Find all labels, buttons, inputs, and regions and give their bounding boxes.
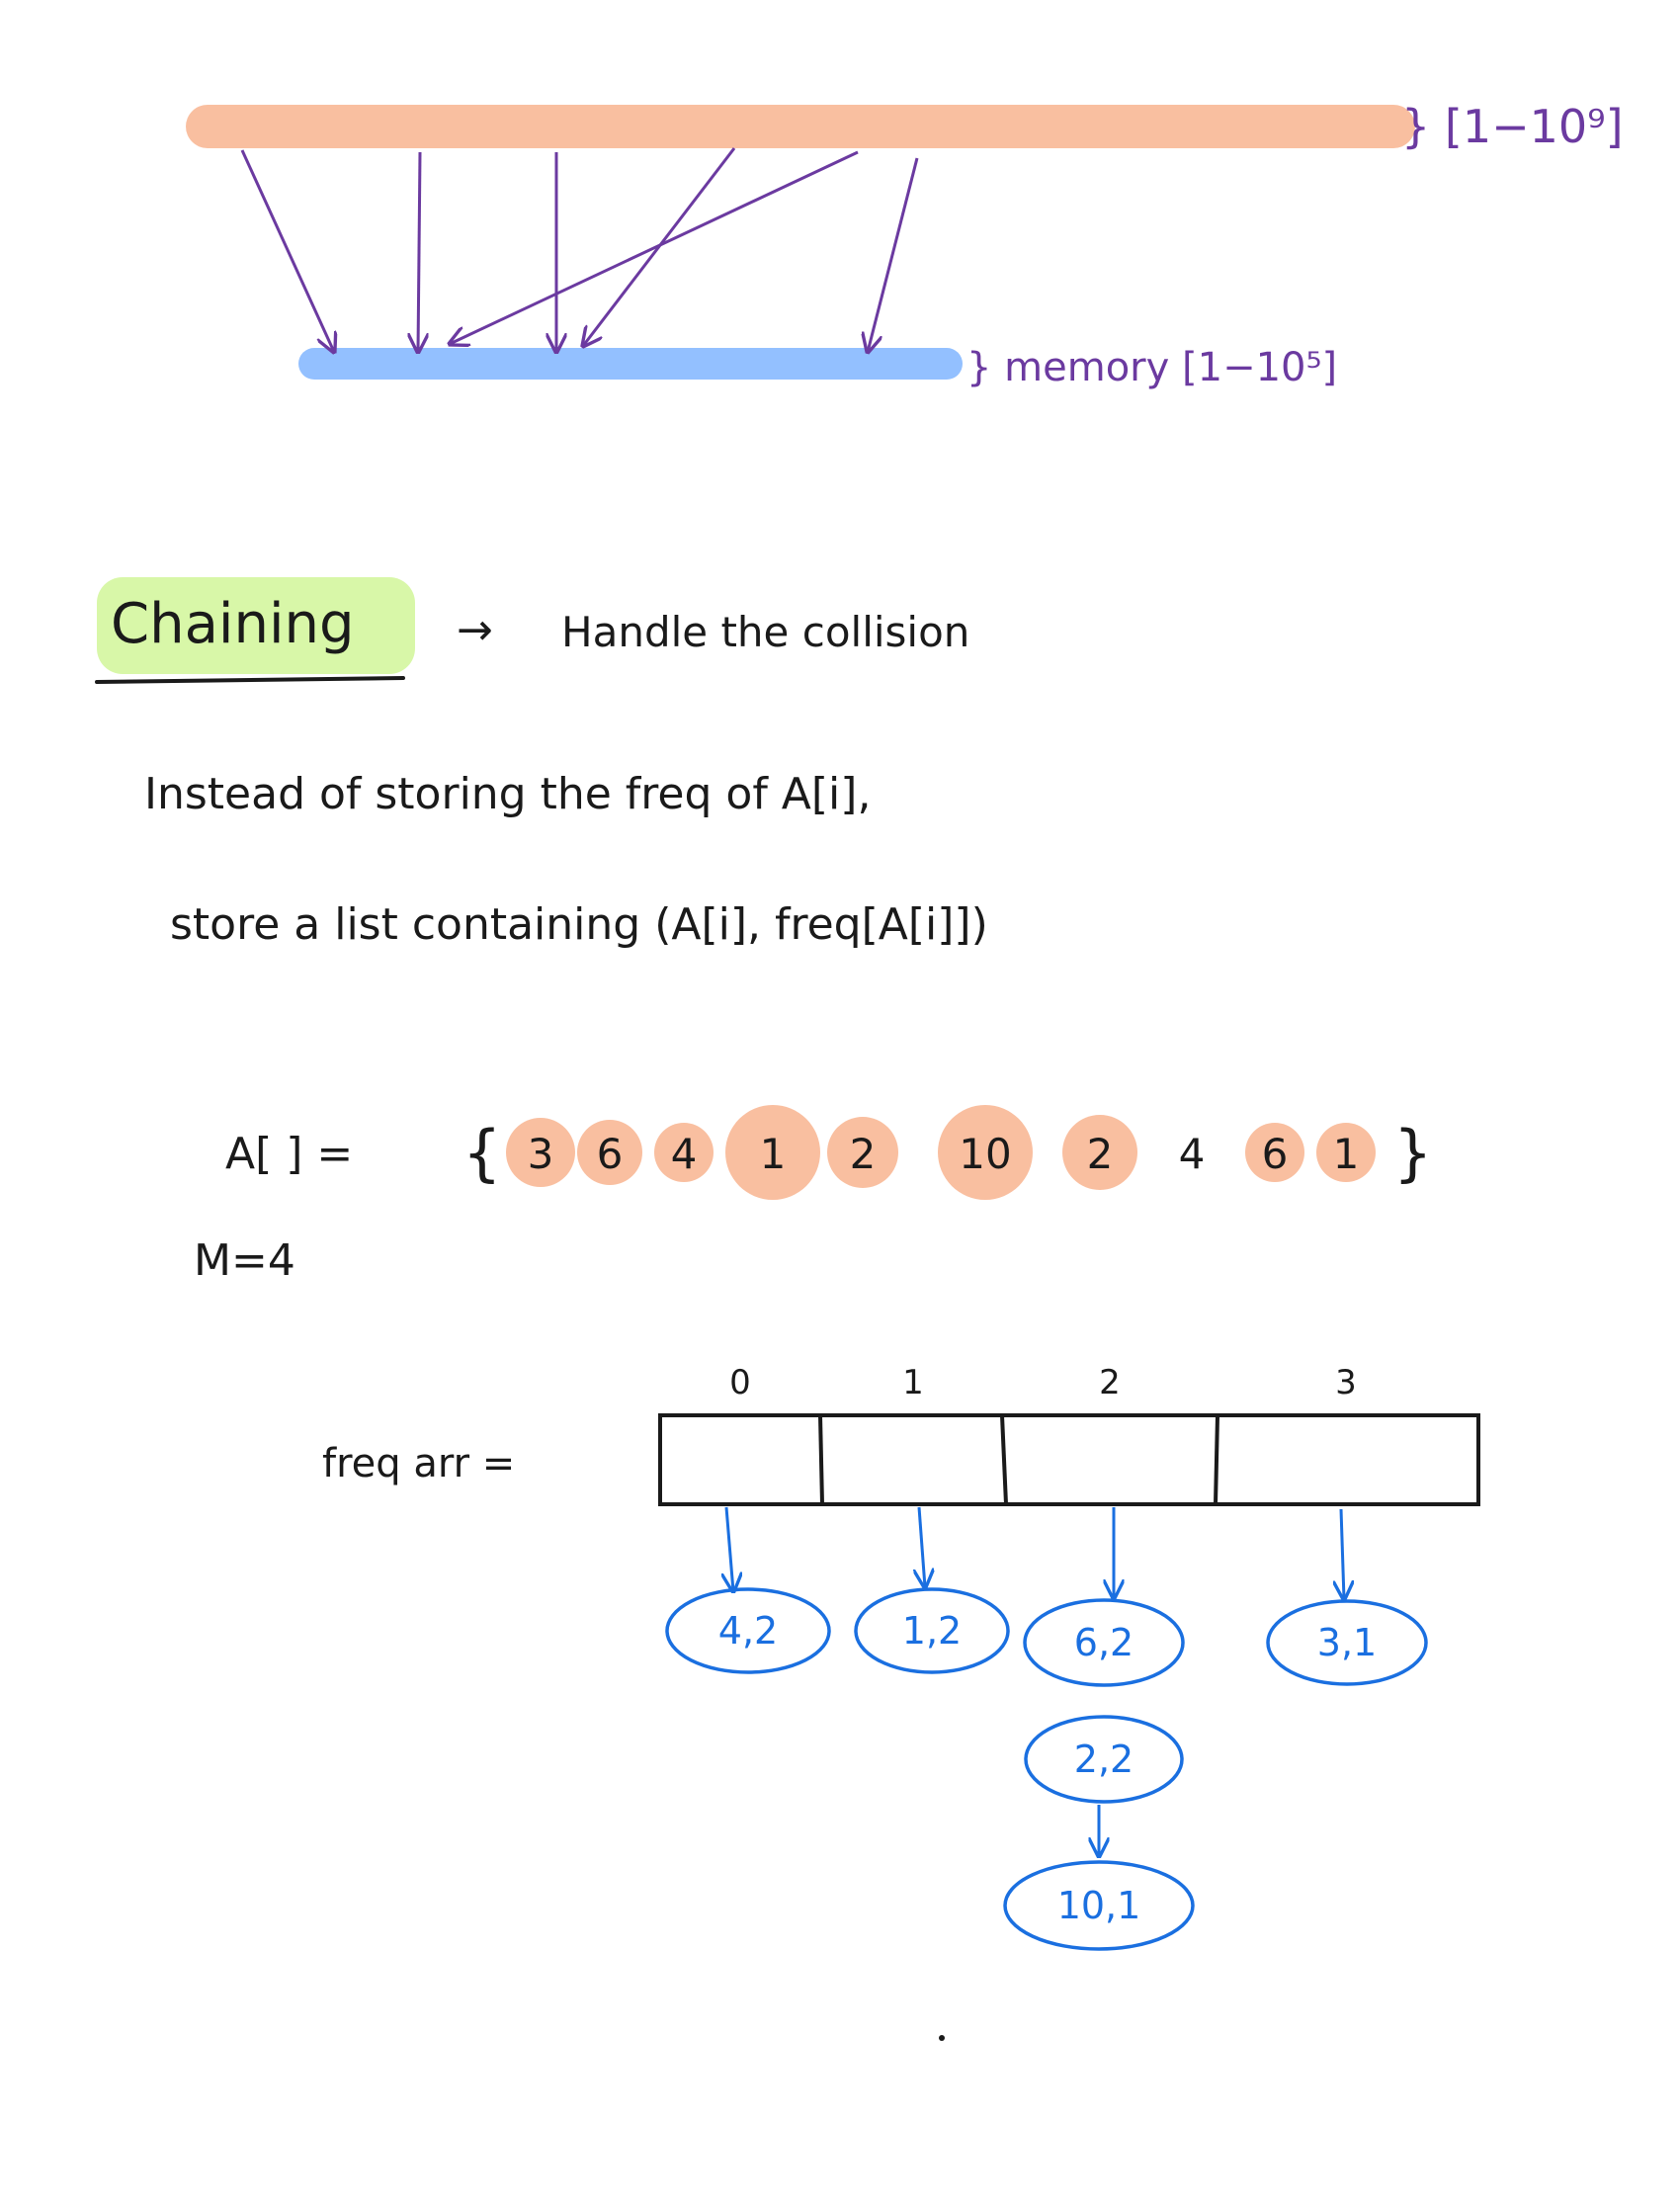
freq-array-box xyxy=(658,1413,1480,1506)
chain-node-value: 2,2 xyxy=(1074,1738,1134,1781)
array-element-highlight xyxy=(1062,1115,1137,1190)
freq-array-section: freq arr = 0 1 2 3 4,2 1,2 6,2 2,2 10,1 3,1 xyxy=(322,1363,1480,1951)
array-element-value: 4 xyxy=(1179,1130,1206,1178)
heading-description: Handle the collision xyxy=(561,608,969,656)
mapping-arrows xyxy=(240,147,919,352)
memory-range-label: } memory [1−10⁵] xyxy=(966,345,1337,390)
freq-index-label: 1 xyxy=(902,1363,924,1402)
explanation-line-1: Instead of storing the freq of A[i], xyxy=(144,769,871,819)
array-element: 6 xyxy=(577,1120,642,1185)
array-element-highlight xyxy=(1245,1123,1304,1182)
page-title: Chaining xyxy=(111,592,355,656)
bucket-chain: 1,2 xyxy=(854,1506,1010,1674)
chaining-heading: Chaining → Handle the collision xyxy=(95,577,969,684)
chain-node xyxy=(1266,1599,1428,1686)
title-underline xyxy=(95,676,405,684)
array-element-value: 4 xyxy=(671,1130,698,1178)
bucket-pointer-arrow xyxy=(726,1506,733,1591)
array-element-highlight xyxy=(577,1120,642,1185)
title-highlight xyxy=(97,577,415,674)
freq-index-label: 3 xyxy=(1335,1363,1357,1402)
mapping-arrow xyxy=(240,149,334,352)
modulus-label: M=4 xyxy=(194,1235,295,1286)
chain-node-value: 1,2 xyxy=(902,1609,962,1653)
array-element-value: 6 xyxy=(597,1130,624,1178)
chain-node xyxy=(1023,1598,1185,1687)
array-open-brace: { xyxy=(462,1117,501,1189)
bucket-chain: 3,1 xyxy=(1266,1508,1428,1686)
freq-chains: 4,2 1,2 6,2 2,2 10,1 3,1 xyxy=(665,1506,1428,1951)
array-element-highlight xyxy=(654,1123,714,1182)
array-element-highlight xyxy=(1316,1123,1376,1182)
key-range-label: } [1−10⁹] xyxy=(1401,100,1624,153)
array-element: 4 xyxy=(654,1123,714,1182)
array-element: 1 xyxy=(1316,1123,1376,1182)
cell-divider xyxy=(1000,1414,1008,1505)
chain-node-value: 10,1 xyxy=(1057,1884,1141,1927)
bucket-chain: 4,2 xyxy=(665,1506,831,1674)
bucket-chain: 6,2 2,2 10,1 xyxy=(1003,1507,1195,1951)
array-element-value: 1 xyxy=(1333,1130,1360,1178)
array-element-highlight xyxy=(725,1105,820,1200)
array-element: 2 xyxy=(827,1117,898,1188)
bucket-pointer-arrow xyxy=(919,1506,925,1587)
mapping-arrow xyxy=(868,157,919,352)
array-element-value: 10 xyxy=(959,1130,1011,1178)
explanation-line-2: store a list containing (A[i], freq[A[i]… xyxy=(170,899,988,950)
array-element-highlight xyxy=(827,1117,898,1188)
cell-divider xyxy=(1214,1414,1219,1505)
freq-index-label: 2 xyxy=(1099,1363,1121,1402)
chain-node xyxy=(1024,1715,1184,1804)
array-element: 2 xyxy=(1062,1115,1137,1190)
chain-node-value: 4,2 xyxy=(718,1609,778,1653)
stray-dot xyxy=(939,2035,945,2041)
array-element-value: 3 xyxy=(528,1130,554,1178)
freq-arr-label: freq arr = xyxy=(322,1441,515,1486)
array-element-value: 6 xyxy=(1262,1130,1289,1178)
array-element: 6 xyxy=(1245,1123,1304,1182)
array-element-highlight xyxy=(506,1118,575,1187)
chain-node xyxy=(854,1587,1010,1674)
cell-divider xyxy=(818,1414,824,1505)
chain-node xyxy=(665,1587,831,1674)
bucket-pointer-arrow xyxy=(1341,1508,1344,1599)
mapping-arrow xyxy=(418,151,420,352)
hash-mapping-diagram: } [1−10⁹] } memory [1−10⁵] xyxy=(186,100,1624,390)
array-element: 3 xyxy=(506,1118,575,1187)
freq-indices: 0 1 2 3 xyxy=(729,1363,1357,1402)
array-element-value: 1 xyxy=(760,1130,787,1178)
array-label: A[ ] = xyxy=(225,1129,353,1179)
heading-arrow: → xyxy=(457,605,493,655)
chain-node-value: 3,1 xyxy=(1317,1621,1377,1664)
array-element-value: 2 xyxy=(1087,1130,1114,1178)
chain-node xyxy=(1003,1860,1195,1951)
array-close-brace: } xyxy=(1393,1117,1432,1189)
chain-node-value: 6,2 xyxy=(1074,1621,1134,1664)
array-element: 10 xyxy=(938,1105,1033,1200)
array-element-highlight xyxy=(938,1105,1033,1200)
array-element: 4 xyxy=(1179,1130,1206,1178)
mapping-arrow xyxy=(450,150,859,344)
array-element: 1 xyxy=(725,1105,820,1200)
array-element-value: 2 xyxy=(850,1130,877,1178)
freq-index-label: 0 xyxy=(729,1363,751,1402)
